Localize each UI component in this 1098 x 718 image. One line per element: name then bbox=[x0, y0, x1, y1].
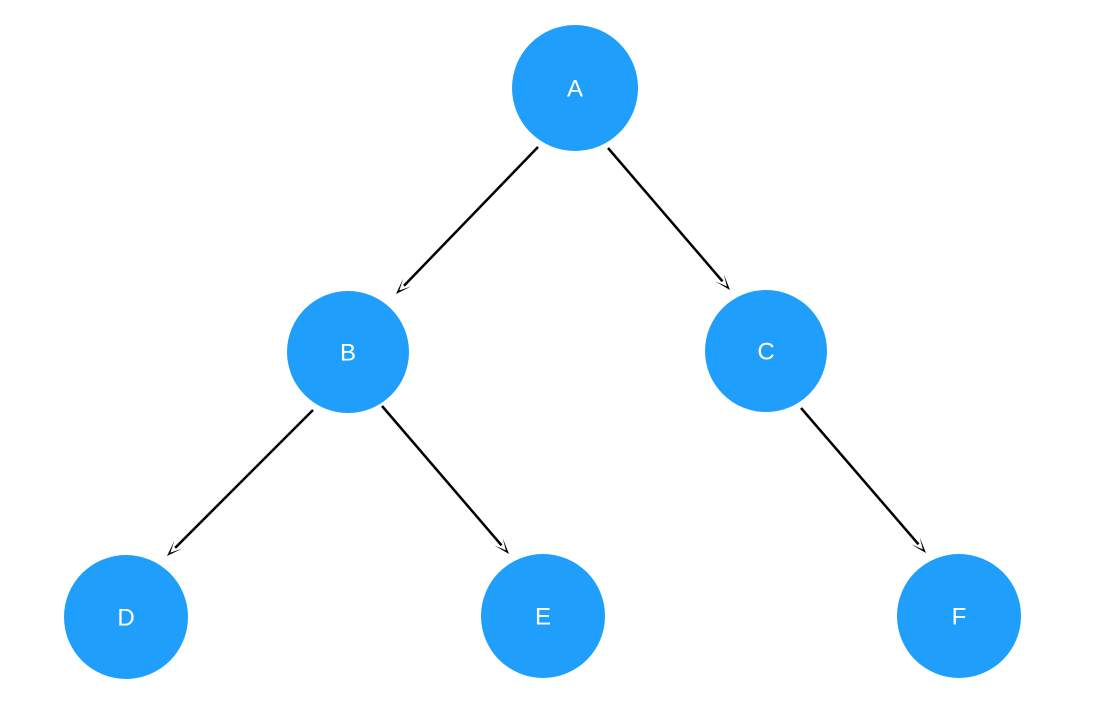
edge-line bbox=[381, 405, 503, 547]
arrowhead-icon bbox=[494, 538, 509, 554]
edge-line bbox=[607, 147, 724, 283]
node-e[interactable]: E bbox=[481, 554, 605, 678]
edge-line bbox=[800, 407, 920, 546]
node-f[interactable]: F bbox=[897, 554, 1021, 678]
edge-b-to-d bbox=[167, 409, 314, 556]
node-b[interactable]: B bbox=[287, 291, 409, 413]
node-circle[interactable] bbox=[897, 554, 1021, 678]
arrowhead-icon bbox=[911, 537, 926, 553]
arrowhead-icon bbox=[396, 278, 412, 294]
arrowhead-icon bbox=[167, 540, 183, 556]
edge-b-to-e bbox=[381, 405, 509, 554]
node-circle[interactable] bbox=[705, 290, 827, 412]
node-d[interactable]: D bbox=[64, 555, 188, 679]
node-c[interactable]: C bbox=[705, 290, 827, 412]
edges-layer bbox=[167, 146, 926, 556]
node-circle[interactable] bbox=[64, 555, 188, 679]
arrowhead-icon bbox=[715, 274, 730, 290]
edge-c-to-f bbox=[800, 407, 926, 553]
nodes-layer: A B C D E F bbox=[64, 25, 1021, 679]
edge-a-to-c bbox=[607, 147, 730, 290]
node-circle[interactable] bbox=[512, 25, 638, 151]
edge-line bbox=[174, 409, 314, 549]
node-a[interactable]: A bbox=[512, 25, 638, 151]
edge-a-to-b bbox=[396, 146, 539, 294]
edge-line bbox=[403, 146, 539, 287]
node-circle[interactable] bbox=[481, 554, 605, 678]
node-circle[interactable] bbox=[287, 291, 409, 413]
